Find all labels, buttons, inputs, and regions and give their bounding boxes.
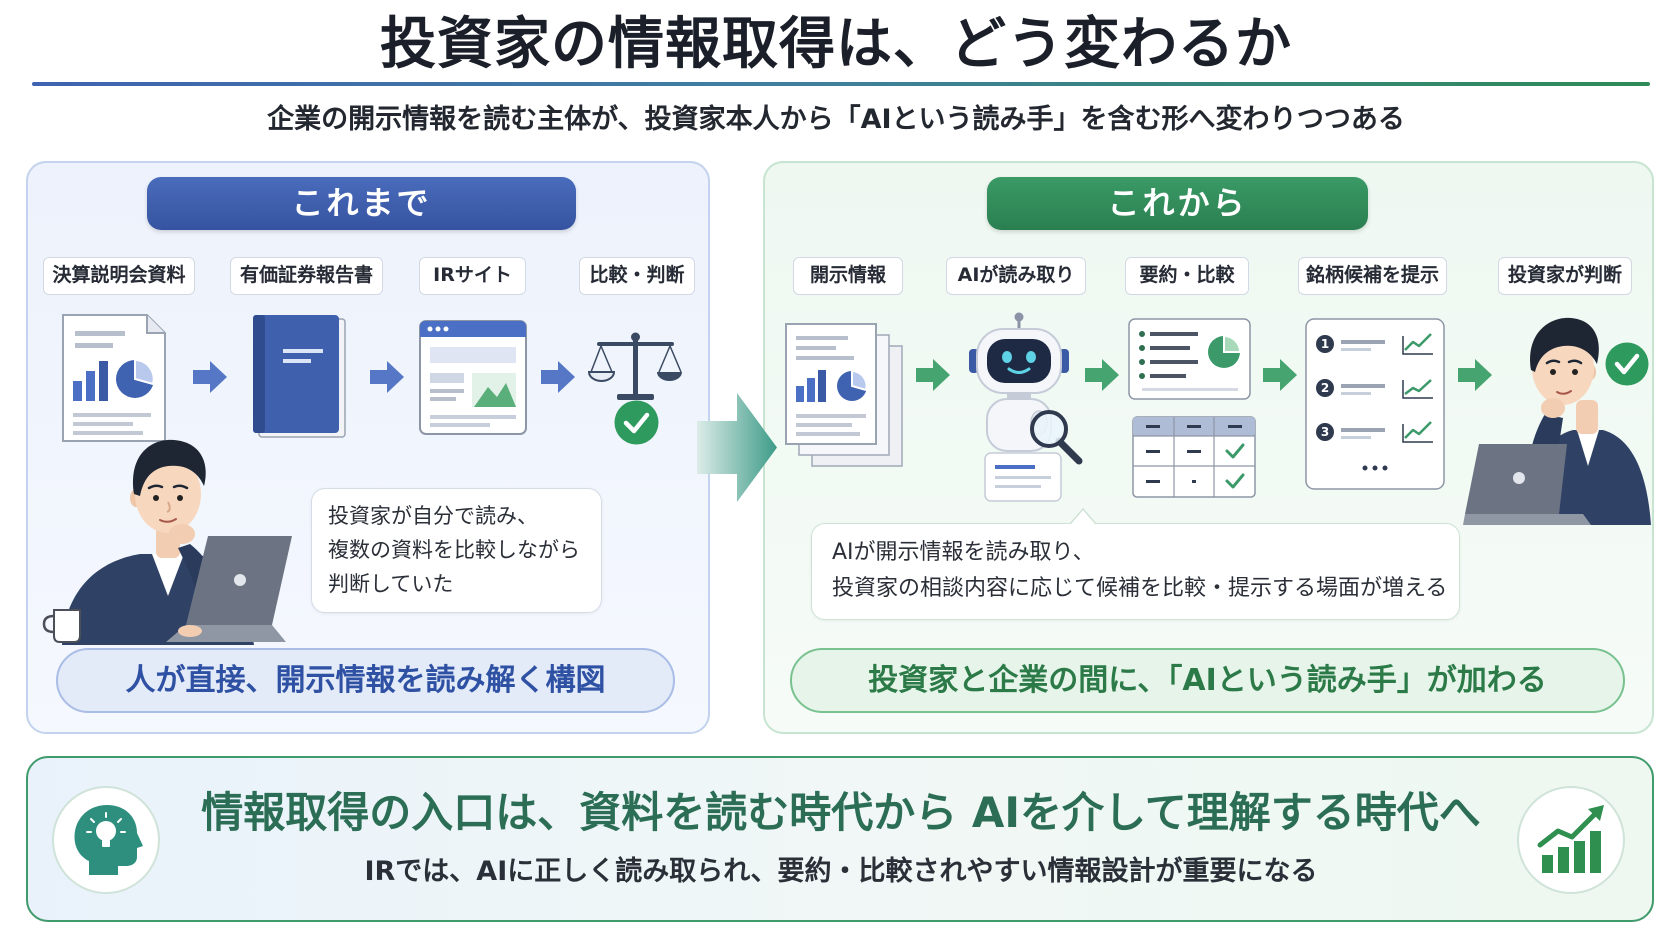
investor-deciding-illustration xyxy=(1463,317,1651,525)
document-stack-icon xyxy=(785,323,903,467)
arrow-right-icon xyxy=(916,359,950,391)
page-title: 投資家の情報取得は、どう変わるか xyxy=(380,12,1292,77)
conclusion-banner xyxy=(26,756,1654,922)
hair xyxy=(1530,317,1599,372)
check-circle-icon xyxy=(614,400,659,445)
image-placeholder xyxy=(472,373,516,407)
pie-chart xyxy=(1208,334,1242,368)
ranked-item: 1 xyxy=(1316,333,1433,355)
hand xyxy=(169,524,195,544)
bubble-line: AIが開示情報を読み取り、 xyxy=(832,540,1095,565)
label-suggest-stocks: 銘柄候補を提示 xyxy=(1298,257,1447,295)
bar-chart xyxy=(73,361,108,401)
result-card xyxy=(984,452,1062,502)
arrow-right-icon xyxy=(541,361,575,393)
after-speech-bubble: AIが開示情報を読み取り、 投資家の相談内容に応じて候補を比較・提示する場面が増… xyxy=(811,523,1460,620)
bullet-list xyxy=(1139,331,1198,379)
coffee-mug-icon xyxy=(42,609,81,643)
bubble-line: 投資家が自分で読み、 xyxy=(328,504,538,528)
before-summary: 人が直接、開示情報を読み解く構図 xyxy=(56,648,675,713)
arrow-right-icon xyxy=(370,361,404,393)
magnifier-icon xyxy=(1030,410,1083,465)
label-ir-site: IRサイト xyxy=(419,257,526,295)
label-ai-reads: AIが読み取り xyxy=(946,257,1086,295)
arrow-right-icon xyxy=(193,361,227,393)
label-compare-judge: 比較・判断 xyxy=(579,257,695,295)
shirt xyxy=(152,554,184,596)
face xyxy=(135,455,201,533)
title-underline xyxy=(32,82,1650,86)
before-header: これまで xyxy=(147,177,576,230)
arrow-right-icon xyxy=(1263,359,1297,391)
book-icon xyxy=(253,315,346,438)
balance-scale-icon xyxy=(587,332,682,400)
arrow-right-icon xyxy=(1085,359,1119,391)
growth-chart-icon xyxy=(1517,786,1625,894)
check-circle-icon xyxy=(1605,342,1649,386)
conclusion-headline: 情報取得の入口は、資料を読む時代から AIを介して理解する時代へ xyxy=(201,788,1481,837)
comparison-table-icon xyxy=(1132,416,1256,498)
text-lines xyxy=(75,331,125,348)
rank-number: 2 xyxy=(1321,381,1329,395)
rank-number: 1 xyxy=(1321,337,1329,351)
ranked-list-icon: 1 2 3 xyxy=(1305,318,1445,490)
label-disclosure: 開示情報 xyxy=(793,257,903,295)
investor-reading-illustration xyxy=(62,439,292,645)
label-summary-compare: 要約・比較 xyxy=(1125,257,1249,295)
head-lightbulb-icon xyxy=(52,786,160,894)
summary-card-icon xyxy=(1128,318,1251,400)
bar-chart xyxy=(796,370,826,402)
left-pan xyxy=(587,371,616,382)
after-summary: 投資家と企業の間に、「AIという読み手」が加わる xyxy=(790,648,1625,713)
arrow-right-icon xyxy=(1458,359,1492,391)
label-earnings-presentation: 決算説明会資料 xyxy=(43,257,195,295)
right-pan xyxy=(657,372,682,381)
conclusion-subtext: IRでは、AIに正しく読み取られ、要約・比較されやすい情報設計が重要になる xyxy=(364,856,1318,887)
laptop xyxy=(166,536,292,642)
before-speech-bubble: 投資家が自分で読み、 複数の資料を比較しながら 判断していた xyxy=(311,488,602,613)
hand xyxy=(178,625,202,637)
after-header: これから xyxy=(987,177,1368,230)
label-securities-report: 有価証券報告書 xyxy=(230,257,383,295)
pie-chart xyxy=(837,369,868,401)
bubble-line: 判断していた xyxy=(328,572,454,596)
document-chart-icon xyxy=(62,314,166,442)
neck xyxy=(1576,400,1598,434)
transition-arrow-icon xyxy=(697,393,777,502)
label-investor-decides: 投資家が判断 xyxy=(1498,257,1632,295)
ranked-item: 3 xyxy=(1316,421,1433,443)
bubble-line: 複数の資料を比較しながら xyxy=(328,538,580,562)
pie-chart xyxy=(116,358,155,398)
bubble-pointer xyxy=(1070,508,1096,525)
hand xyxy=(1541,398,1565,418)
website-icon xyxy=(419,320,527,435)
ranked-item: 2 xyxy=(1316,379,1433,399)
hair xyxy=(133,439,206,496)
text-lines xyxy=(73,413,151,435)
bubble-line: 投資家の相談内容に応じて候補を比較・提示する場面が増える xyxy=(832,576,1448,601)
robot-visor xyxy=(987,339,1051,383)
more-dots xyxy=(1362,465,1388,471)
robot-icon xyxy=(969,312,1083,502)
rank-number: 3 xyxy=(1321,425,1329,439)
page-subtitle: 企業の開示情報を読む主体が、投資家本人から「AIという読み手」を含む形へ変わりつ… xyxy=(267,104,1405,135)
shirt xyxy=(1577,430,1599,466)
laptop xyxy=(1463,444,1591,525)
